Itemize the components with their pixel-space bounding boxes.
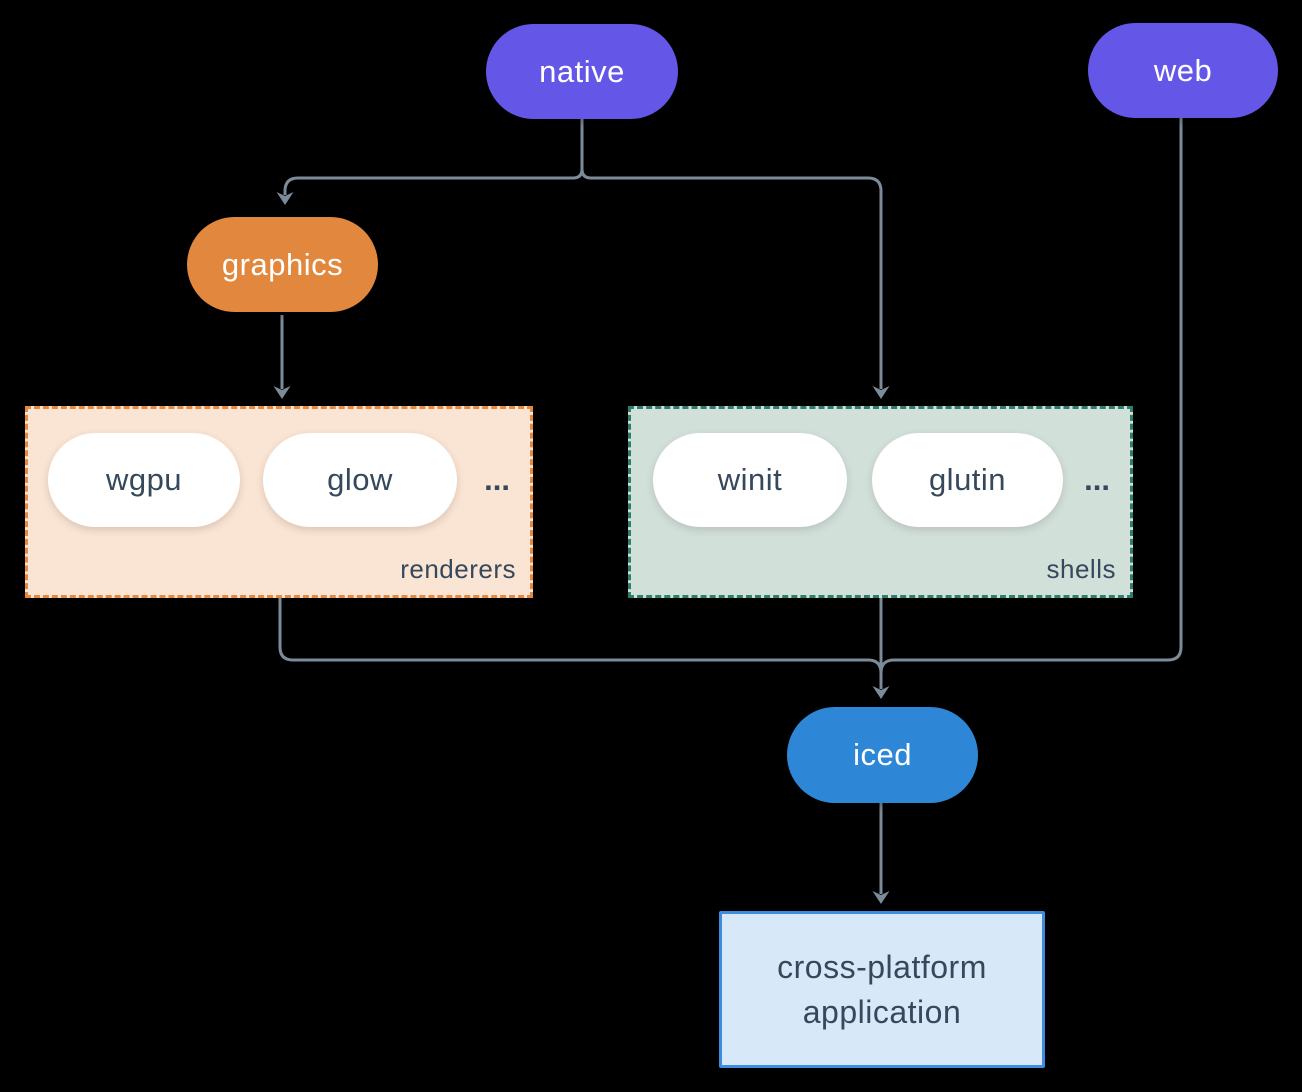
node-glutin-label: glutin — [928, 462, 1007, 497]
application-label-line1: cross-platform — [777, 948, 987, 985]
node-wgpu-label: wgpu — [105, 462, 183, 497]
node-application: cross-platform application — [719, 911, 1045, 1068]
renderers-group-label: renderers — [400, 554, 516, 584]
shells-ellipsis: ... — [1084, 462, 1110, 497]
node-glutin: glutin — [872, 433, 1063, 527]
edge-native-graphics — [283, 118, 584, 195]
node-graphics: graphics — [187, 217, 378, 312]
arrowhead-graphics-icon — [276, 192, 294, 205]
edge-renderers-iced — [278, 598, 883, 674]
edge-native-shells — [580, 118, 883, 389]
arrowhead-iced-icon — [872, 686, 890, 699]
node-native-label: native — [539, 53, 625, 89]
node-graphics-label: graphics — [221, 246, 344, 282]
node-iced-label: iced — [853, 737, 912, 772]
node-glow: glow — [263, 433, 457, 527]
arrowhead-shells-icon — [872, 386, 890, 399]
arrowhead-renderers-icon — [273, 386, 291, 399]
node-native: native — [486, 24, 678, 119]
node-iced: iced — [787, 707, 978, 803]
node-web-label: web — [1153, 52, 1213, 88]
application-label-line2: application — [802, 993, 962, 1030]
node-web: web — [1088, 23, 1278, 118]
node-glow-label: glow — [327, 462, 393, 497]
node-wgpu: wgpu — [48, 433, 240, 527]
arrowhead-application-icon — [872, 891, 890, 904]
shells-group-label: shells — [1046, 554, 1116, 584]
group-renderers: wgpu glow ... renderers — [25, 406, 533, 598]
node-winit: winit — [653, 433, 847, 527]
node-winit-label: winit — [717, 462, 783, 497]
group-shells: winit glutin ... shells — [628, 406, 1133, 598]
renderers-ellipsis: ... — [484, 462, 510, 497]
